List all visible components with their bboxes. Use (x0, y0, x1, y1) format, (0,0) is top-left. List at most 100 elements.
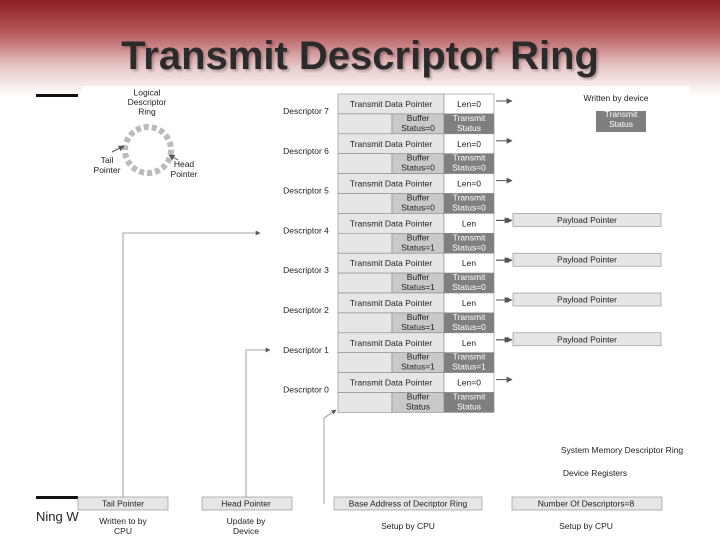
tail-arrow-icon (111, 145, 125, 153)
ring-label: Descriptor (128, 97, 167, 107)
title-underline (36, 94, 78, 97)
ring-tail-label: Pointer (94, 165, 121, 175)
descriptor-name: Descriptor 0 (283, 385, 329, 395)
transmit-status-label: Status=1 (452, 362, 486, 372)
buffer-status-label: Buffer (407, 272, 430, 282)
buffer-status-label: Buffer (407, 193, 430, 203)
len-label: Len (462, 298, 476, 308)
transmit-status-label: Status=0 (452, 282, 486, 292)
len-label: Len=0 (457, 99, 481, 109)
register-label: Head Pointer (221, 499, 271, 509)
tail-pointer-connector (122, 230, 261, 497)
data-pointer-label: Transmit Data Pointer (350, 99, 433, 109)
data-pointer-label: Transmit Data Pointer (350, 218, 433, 228)
register-box (333, 496, 483, 511)
buffer-status-label: Buffer (407, 312, 430, 322)
reserved-cell (337, 392, 393, 413)
data-pointer-label: Transmit Data Pointer (350, 179, 433, 189)
payload-pointer-box (512, 252, 662, 267)
data-pointer-label: Transmit Data Pointer (350, 139, 433, 149)
title-banner (0, 0, 720, 96)
ring-tail-label: Tail (101, 155, 114, 165)
head-pointer-connector (245, 347, 271, 497)
payload-pointer-label: Payload Pointer (557, 255, 617, 265)
register-caption: Device (233, 526, 259, 536)
legend-swatch-label: Transmit (605, 109, 638, 119)
connector-lines (122, 217, 511, 504)
register-label: Number Of Descriptors=8 (538, 499, 635, 509)
descriptor-name: Descriptor 7 (283, 106, 329, 116)
register-caption: Setup by CPU (559, 521, 613, 531)
transmit-status-label: Transmit (453, 232, 486, 242)
reserved-cell (337, 113, 393, 135)
descriptor-name: Descriptor 6 (283, 146, 329, 156)
len-label: Len=0 (457, 378, 481, 388)
transmit-status-label: Status=0 (452, 163, 486, 173)
legend-swatch-label: Status (609, 119, 633, 129)
ring-label: Ring (138, 107, 156, 117)
register-box (511, 496, 663, 511)
transmit-status-label: Transmit (453, 352, 486, 362)
reserved-cell (337, 352, 393, 373)
reserved-cell (337, 153, 393, 174)
ring-label: Logical (134, 88, 161, 98)
len-label: Len (462, 258, 476, 268)
register-caption: Setup by CPU (381, 521, 435, 531)
buffer-status-label: Status=1 (401, 362, 435, 372)
descriptor-name: Descriptor 4 (283, 225, 329, 235)
footer-author-text: Ning W (36, 509, 79, 524)
reserved-cell (337, 312, 393, 334)
transmit-status-label: Transmit (453, 113, 486, 123)
buffer-status-label: Buffer (407, 113, 430, 123)
reserved-cell (337, 233, 393, 254)
descriptor-name: Descriptor 1 (283, 345, 329, 355)
len-label: Len=0 (457, 139, 481, 149)
head-arrow-icon (168, 154, 179, 161)
payload-pointer-label: Payload Pointer (557, 334, 617, 344)
logical-ring-icon: LogicalDescriptorRingTailPointerHeadPoin… (94, 88, 198, 180)
payload-pointer-box (512, 292, 662, 307)
system-memory-label: System Memory Descriptor Ring (561, 445, 684, 455)
data-pointer-label: Transmit Data Pointer (350, 258, 433, 268)
transmit-status-label: Transmit (453, 153, 486, 163)
buffer-status-label: Buffer (407, 232, 430, 242)
register-label: Tail Pointer (102, 499, 144, 509)
descriptor-name: Descriptor 5 (283, 186, 329, 196)
descriptor-row: Descriptor 6 Transmit Data Pointer Len=0Bu… (283, 133, 513, 174)
ring-head-label: Head (174, 159, 195, 169)
buffer-status-label: Status=0 (401, 123, 435, 133)
buffer-status-label: Buffer (407, 153, 430, 163)
buffer-status-label: Status=1 (401, 242, 435, 252)
legend-swatch (596, 111, 646, 132)
register-caption: Written to by (99, 516, 147, 526)
slide-title: Transmit Descriptor Ring (121, 34, 599, 78)
transmit-status-label: Transmit (453, 193, 486, 203)
reserved-cell (337, 272, 393, 294)
register-caption: Update by (227, 516, 266, 526)
descriptor-row: Descriptor 7 Transmit Data Pointer Len=0Bu… (283, 93, 513, 135)
transmit-status-label: Status=0 (452, 203, 486, 213)
descriptor-row: Descriptor 4 Transmit Data Pointer LenBuff… (283, 213, 513, 254)
len-label: Len (462, 338, 476, 348)
data-pointer-label: Transmit Data Pointer (350, 378, 433, 388)
buffer-status-label: Buffer (407, 392, 430, 402)
transmit-status-cell (443, 392, 495, 413)
buffer-status-label: Buffer (407, 352, 430, 362)
register-caption: CPU (114, 526, 132, 536)
footer-rule (36, 496, 78, 499)
transmit-status-label: Status (457, 402, 481, 412)
payload-pointer-label: Payload Pointer (557, 215, 617, 225)
transmit-status-label: Transmit (453, 392, 486, 402)
register-label: Base Address of Decriptor Ring (349, 499, 468, 509)
legend-title: Written by device (583, 93, 648, 103)
len-label: Len (462, 218, 476, 228)
descriptor-name: Descriptor 2 (283, 305, 329, 315)
